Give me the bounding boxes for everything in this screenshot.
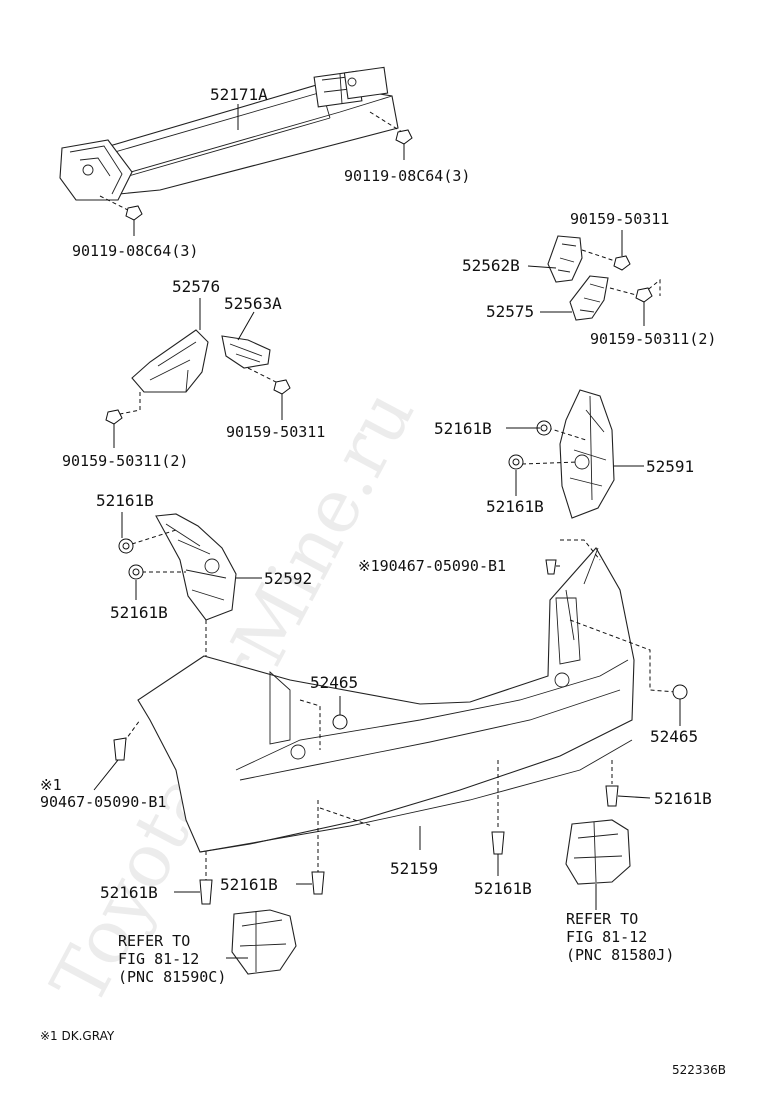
- bolt-icon: [613, 255, 631, 271]
- label-90467-left-note: ※1: [40, 776, 62, 794]
- clip-icon: [118, 538, 134, 554]
- svg-text:(PNC 81590C): (PNC 81590C): [118, 968, 226, 986]
- label-90159-top: 90159-50311: [570, 210, 669, 228]
- figure-id: 522336B: [672, 1063, 726, 1077]
- bolt-icon: [105, 409, 123, 425]
- svg-text:REFER TO: REFER TO: [118, 932, 190, 950]
- bolt-icon: [395, 129, 413, 160]
- label-52563a: 52563A: [224, 294, 282, 313]
- bracket-52575: [569, 275, 609, 321]
- reference-note-left: REFER TO FIG 81-12 (PNC 81590C): [118, 932, 226, 986]
- svg-text:FIG 81-12: FIG 81-12: [118, 950, 199, 968]
- clip-icon: [311, 871, 325, 895]
- label-90159-left2: 90159-50311(2): [62, 452, 188, 470]
- label-52161b-br: 52161B: [654, 789, 712, 808]
- label-52161b-b3: 52161B: [100, 883, 158, 902]
- clip-icon: [113, 737, 127, 761]
- bracket-52576: [131, 329, 209, 393]
- reinforcement-beam: [59, 66, 399, 201]
- label-52575: 52575: [486, 302, 534, 321]
- label-52161b-r1: 52161B: [434, 419, 492, 438]
- bolt-icon: [635, 287, 653, 303]
- label-90119-right: 90119-08C64(3): [344, 167, 470, 185]
- reference-note-right: REFER TO FIG 81-12 (PNC 81580J): [566, 910, 674, 964]
- clip-icon: [508, 454, 524, 470]
- label-52161b-r2: 52161B: [486, 497, 544, 516]
- bolt-icon: [273, 379, 291, 395]
- nut-icon: [672, 684, 688, 700]
- label-52161b-l2: 52161B: [110, 603, 168, 622]
- clip-icon: [199, 879, 213, 905]
- clip-icon: [491, 831, 505, 855]
- label-90467-left: 90467-05090-B1: [40, 793, 166, 811]
- mudguard-52591: [559, 389, 615, 519]
- svg-text:REFER TO: REFER TO: [566, 910, 638, 928]
- footnote: ※1 DK.GRAY: [40, 1029, 115, 1043]
- bracket-52562b: [547, 235, 583, 283]
- reflector-left: [231, 909, 297, 975]
- label-52161b-l1: 52161B: [96, 491, 154, 510]
- bumper-cover-52159: [137, 547, 635, 853]
- label-52171a: 52171A: [210, 85, 268, 104]
- label-52576: 52576: [172, 277, 220, 296]
- label-52161b-b2: 52161B: [220, 875, 278, 894]
- label-90159-right2: 90159-50311(2): [590, 330, 716, 348]
- bolt-icon: [125, 205, 143, 236]
- svg-text:(PNC 81580J): (PNC 81580J): [566, 946, 674, 964]
- label-52592: 52592: [264, 569, 312, 588]
- clip-icon: [128, 564, 144, 580]
- label-90159-mid: 90159-50311: [226, 423, 325, 441]
- label-52159: 52159: [390, 859, 438, 878]
- bracket-52563a: [221, 335, 271, 369]
- svg-text:FIG 81-12: FIG 81-12: [566, 928, 647, 946]
- mudguard-52592: [155, 513, 237, 621]
- clip-icon: [545, 559, 557, 575]
- nut-icon: [332, 714, 348, 730]
- reflector-right: [565, 819, 631, 885]
- label-52465-right: 52465: [650, 727, 698, 746]
- clip-icon: [605, 785, 619, 807]
- label-52161b-b1: 52161B: [474, 879, 532, 898]
- label-90467-top: ※190467-05090-B1: [358, 557, 506, 575]
- label-52465-mid: 52465: [310, 673, 358, 692]
- label-52562b: 52562B: [462, 256, 520, 275]
- label-90119-left: 90119-08C64(3): [72, 242, 198, 260]
- label-52591: 52591: [646, 457, 694, 476]
